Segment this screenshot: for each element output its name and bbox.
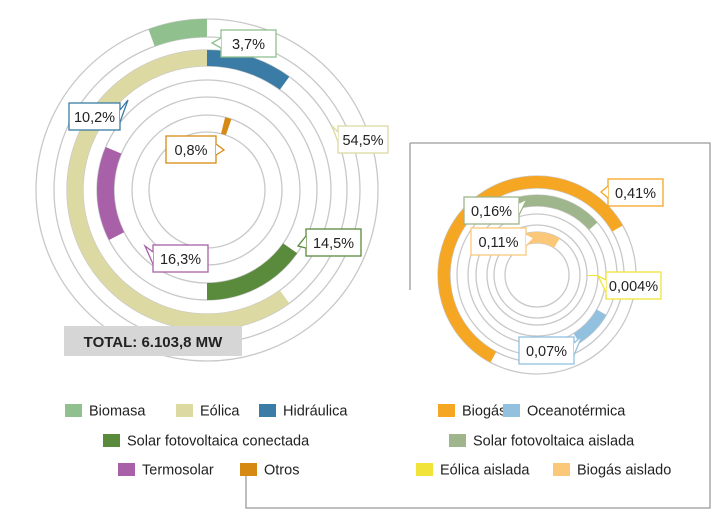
- legend-item-solar-fotovoltaica-conectada: Solar fotovoltaica conectada: [103, 434, 310, 450]
- right-ring-chart: 0,41% 0,07% 0,16% 0,004% 0,11%: [437, 175, 664, 375]
- label-biogas-text: 0,41%: [615, 186, 656, 202]
- label-otros-pointer: [215, 143, 226, 156]
- legend-swatch: [438, 404, 455, 417]
- label-otros: 0,8%: [165, 135, 226, 164]
- legend-label: Biogás aislado: [577, 463, 671, 479]
- label-oceanotermica: 0,07%: [518, 335, 583, 365]
- label-eolica-aislada-text: 0,004%: [609, 279, 658, 295]
- label-eolica: 54,5%: [331, 125, 389, 154]
- arc-biogas-aislado: [522, 232, 560, 248]
- label-solar-fv-aislada-pointer: [518, 197, 529, 216]
- arc-biomasa: [148, 19, 207, 47]
- legend-swatch: [103, 434, 120, 447]
- arc-eolica-aislada: [586, 275, 598, 277]
- label-termosolar-text: 16,3%: [160, 252, 201, 268]
- legend-item-biomasa: Biomasa: [65, 404, 146, 420]
- legend-swatch: [240, 463, 257, 476]
- legend-label: Termosolar: [142, 463, 214, 479]
- legend-item-eolica: Eólica: [176, 404, 240, 420]
- legend-item-oceanotermica: Oceanotérmica: [503, 404, 626, 420]
- label-oceanotermica-text: 0,07%: [526, 344, 567, 360]
- connector-frame: [245, 142, 711, 509]
- label-biomasa-pointer: [210, 37, 222, 49]
- zoom-connector-line: [245, 142, 711, 509]
- legend-item-biogas: Biogás: [438, 404, 506, 420]
- legend-item-biogas-aislado: Biogás aislado: [553, 463, 671, 479]
- label-solar-fv-aislada-text: 0,16%: [471, 204, 512, 220]
- label-solar-fv-aislada: 0,16%: [463, 196, 529, 225]
- label-biogas-aislado-text: 0,11%: [478, 235, 518, 251]
- label-eolica-aislada: 0,004%: [596, 271, 662, 300]
- legend-item-solar-fotovoltaica-aislada: Solar fotovoltaica aislada: [449, 434, 635, 450]
- total-box-bg: [64, 326, 242, 356]
- label-biogas: 0,41%: [600, 178, 664, 207]
- label-solar-fv-conectada-text: 14,5%: [313, 236, 354, 252]
- legend-label: Biogás: [462, 404, 506, 420]
- label-hidraulica-text: 10,2%: [74, 110, 115, 126]
- legend-swatch: [553, 463, 570, 476]
- legend-label: Oceanotérmica: [527, 404, 626, 420]
- label-biogas-pointer: [600, 185, 609, 199]
- legend-label: Hidráulica: [283, 404, 348, 420]
- ring-outline-outer: [35, 18, 379, 362]
- legend-label: Biomasa: [89, 404, 146, 420]
- ring-outline-inner: [467, 205, 607, 345]
- label-biomasa-text: 3,7%: [232, 37, 265, 53]
- left-ring-chart: 3,7% 54,5% 10,2% 14,5% 16,3% 0,8%: [35, 18, 389, 362]
- label-solar-fv-conectada-pointer: [296, 235, 307, 249]
- legend-label: Otros: [264, 463, 299, 479]
- label-solar-fv-conectada: 14,5%: [296, 228, 362, 257]
- label-biomasa-box: [220, 29, 277, 58]
- label-eolica-pointer: [331, 125, 339, 143]
- legend-label: Solar fotovoltaica conectada: [127, 434, 310, 450]
- arc-solar-fotovoltaica-conectada: [207, 243, 298, 300]
- arc-termosolar: [96, 147, 125, 240]
- ring-outline-outer: [493, 231, 581, 319]
- legend-swatch: [176, 404, 193, 417]
- legend-swatch: [65, 404, 82, 417]
- label-hidraulica-pointer: [119, 99, 129, 123]
- label-biogas-aislado: 0,11%: [470, 227, 536, 256]
- label-termosolar: 16,3%: [143, 243, 209, 273]
- arc-otros: [221, 117, 232, 136]
- label-oceanotermica-pointer: [573, 335, 583, 356]
- label-biogas-aislado-pointer: [525, 233, 536, 247]
- label-solar-fv-conectada-box: [305, 228, 362, 257]
- label-otros-box: [165, 135, 217, 164]
- legend-label: Eólica aislada: [440, 463, 530, 479]
- legend-swatch: [416, 463, 433, 476]
- legend-item-hidraulica: Hidráulica: [259, 404, 348, 420]
- label-otros-text: 0,8%: [174, 143, 207, 159]
- arc-hidraulica: [207, 50, 290, 90]
- label-biomasa: 3,7%: [210, 29, 277, 58]
- legend-swatch: [503, 404, 520, 417]
- legend-swatch: [449, 434, 466, 447]
- label-eolica-aislada-pointer: [596, 274, 607, 293]
- legend-label: Solar fotovoltaica aislada: [473, 434, 635, 450]
- legend-item-otros: Otros: [240, 463, 299, 479]
- legend-item-termosolar: Termosolar: [118, 463, 214, 479]
- legend-label: Eólica: [200, 404, 240, 420]
- arc-eolica: [67, 50, 290, 331]
- label-oceanotermica-box: [518, 336, 575, 365]
- label-termosolar-box: [152, 244, 209, 273]
- legend-swatch: [118, 463, 135, 476]
- legend-item-eolica-aislada: Eólica aislada: [416, 463, 530, 479]
- legend-swatch: [259, 404, 276, 417]
- label-biogas-box: [607, 178, 664, 207]
- label-solar-fv-aislada-box: [463, 196, 520, 225]
- arc-oceanotermica: [573, 309, 607, 343]
- label-hidraulica: 10,2%: [68, 99, 129, 131]
- total-label: TOTAL: 6.103,8 MW: [84, 334, 223, 351]
- label-eolica-text: 54,5%: [342, 133, 383, 149]
- label-termosolar-pointer: [143, 243, 154, 265]
- total-box: TOTAL: 6.103,8 MW: [64, 326, 242, 356]
